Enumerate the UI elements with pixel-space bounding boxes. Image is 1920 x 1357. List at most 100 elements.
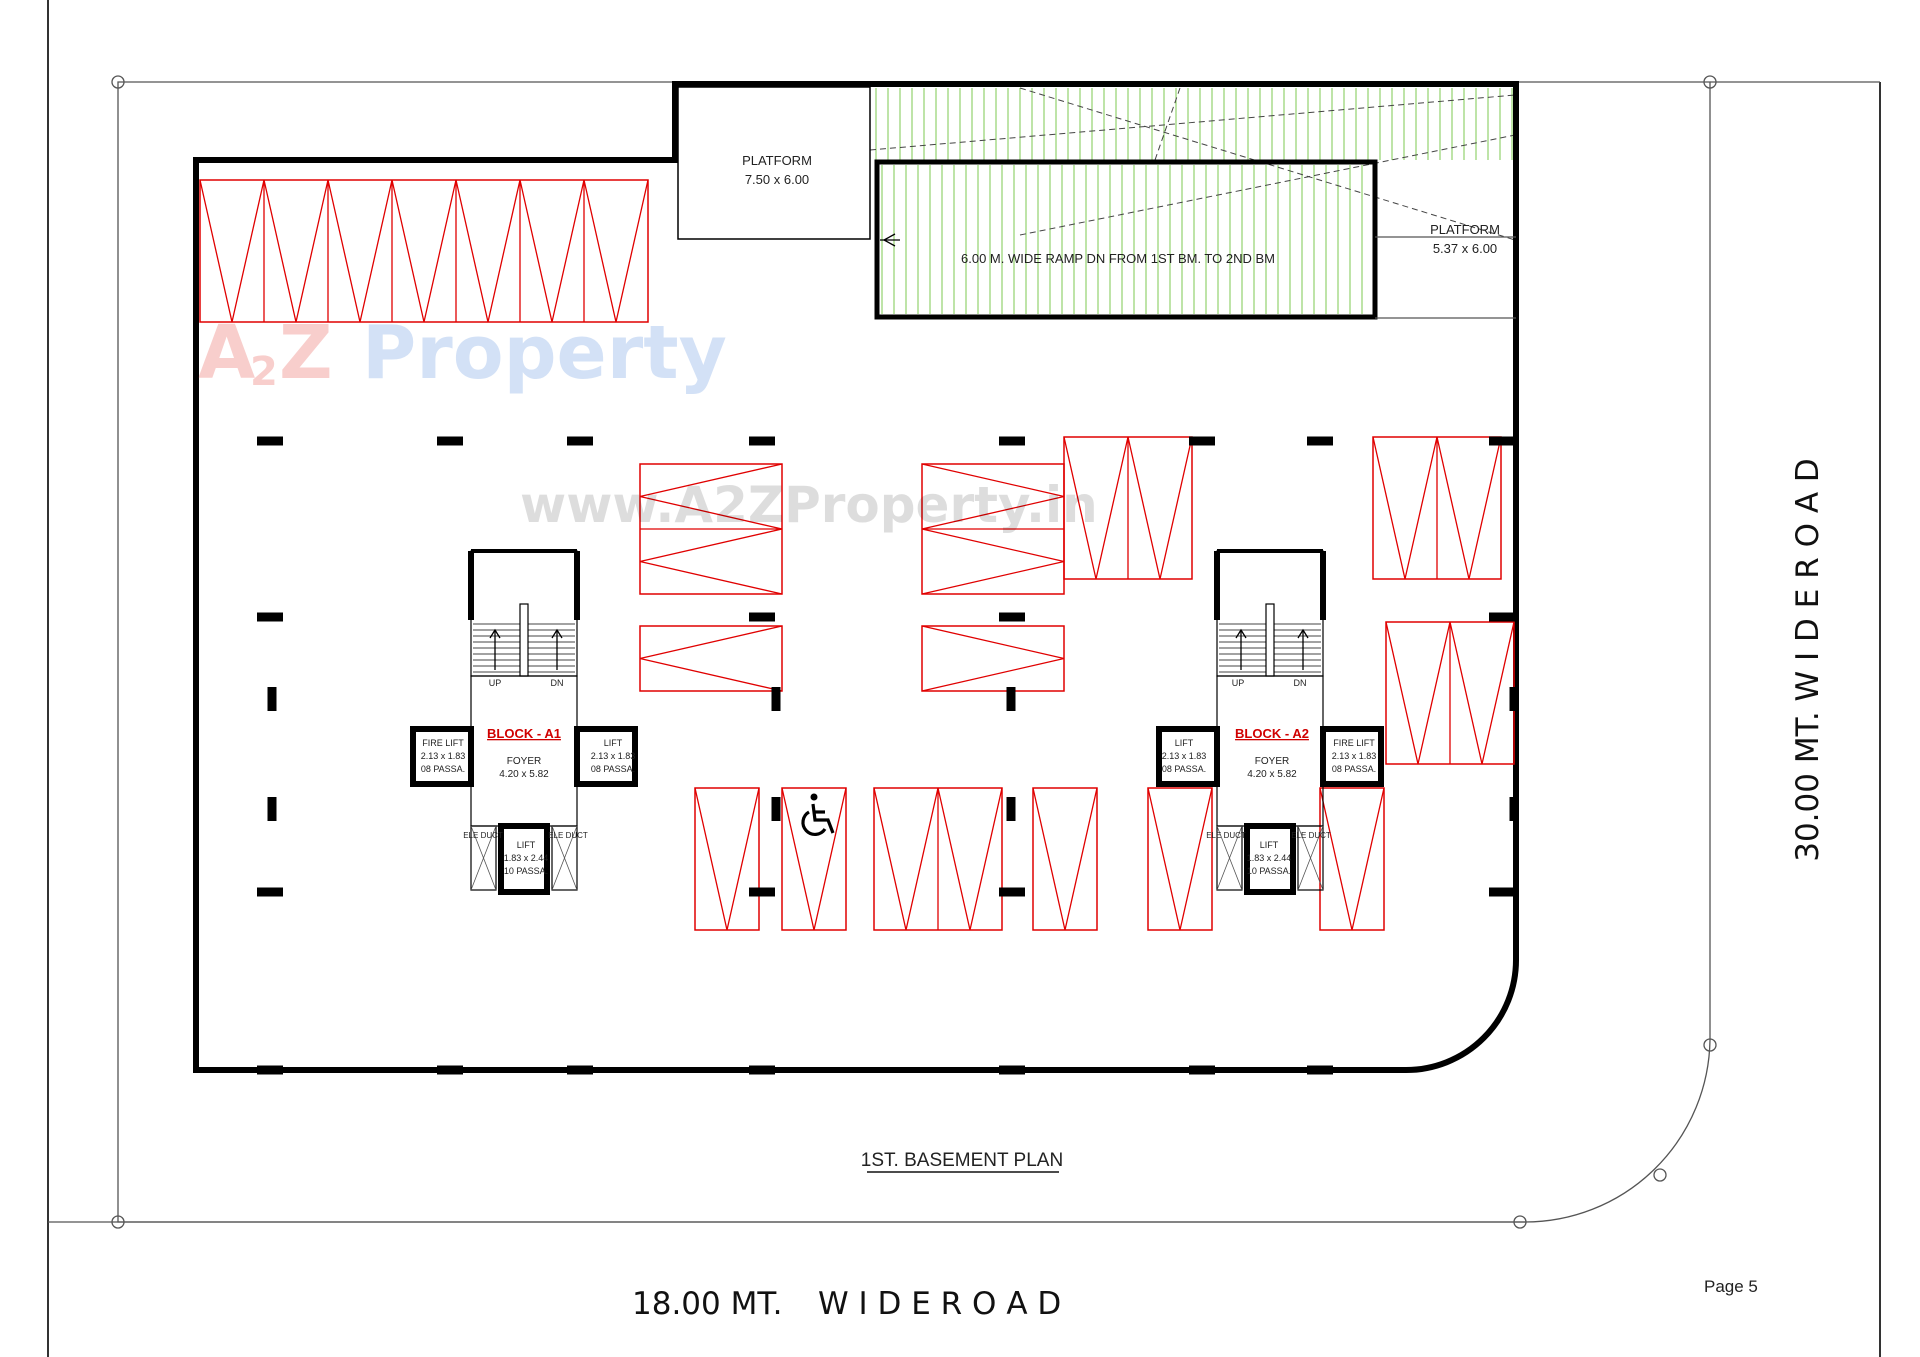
platform-a-title: PLATFORM [742, 153, 812, 168]
svg-text:A: A [198, 310, 255, 396]
parking-stall-east-lower [921, 625, 1065, 692]
road-label-south-width: 18.00 MT. [632, 1286, 782, 1322]
column-v-1 [267, 687, 277, 711]
plan-title: 1ST. BASEMENT PLAN [861, 1150, 1063, 1171]
column-v-7 [1509, 687, 1519, 711]
block-a1-lift-bottom: LIFT [517, 840, 536, 850]
platform-b-dims: 5.37 x 6.00 [1433, 241, 1497, 256]
block-a2-title: BLOCK - A2 [1235, 726, 1309, 741]
block-a2-foyer-dims: 4.20 x 5.82 [1247, 769, 1297, 780]
parking-row-north [199, 179, 649, 323]
block-a1-stair-dn: DN [551, 678, 564, 688]
road-label-south-name: W I D E R O A D [818, 1286, 1061, 1322]
parking-stall-south-4 [1147, 787, 1213, 931]
block-a2-fire-lift: FIRE LIFT [1333, 738, 1375, 748]
column-12 [1489, 612, 1515, 622]
parking-stalls-south-2 [873, 787, 1003, 931]
block-a2-lift-bottom-dims: 1.83 x 2.44 [1247, 853, 1292, 863]
column-7 [1307, 436, 1333, 446]
parking-stalls-northeast [1372, 436, 1502, 580]
block-a2-lift-side-cap: 08 PASSA. [1162, 764, 1206, 774]
parking-bays [199, 179, 1515, 931]
column-8 [1489, 436, 1515, 446]
column-23 [1307, 1065, 1333, 1075]
block-a1-fire-lift-dims: 2.13 x 1.83 [421, 751, 466, 761]
block-a1-fire-lift-cap: 08 PASSA. [421, 764, 465, 774]
basement-wall [193, 81, 1519, 1073]
column-22 [1189, 1065, 1215, 1075]
parking-stall-south-5 [1319, 787, 1385, 931]
block-a1-lift-side: LIFT [604, 738, 623, 748]
block-a1-fire-lift: FIRE LIFT [422, 738, 464, 748]
block-a2-fire-lift-dims: 2.13 x 1.83 [1332, 751, 1377, 761]
parking-stalls-west-upper [639, 463, 783, 595]
column-v-8 [1509, 797, 1519, 821]
column-13 [257, 887, 283, 897]
column-21 [999, 1065, 1025, 1075]
column-17 [257, 1065, 283, 1075]
block-a1-duct-left: ELE DUCT [463, 831, 503, 840]
svg-text:Property: Property [362, 310, 727, 396]
column-v-2 [267, 797, 277, 821]
column-1 [257, 436, 283, 446]
block-a1-stair-up: UP [489, 678, 502, 688]
core-block-a1 [410, 549, 638, 895]
column-v-6 [1006, 797, 1016, 821]
platform-a-dims: 7.50 x 6.00 [745, 172, 809, 187]
column-v-5 [1006, 687, 1016, 711]
block-a1-foyer-dims: 4.20 x 5.82 [499, 769, 549, 780]
svg-text:Z: Z [279, 310, 333, 396]
block-a1-lift-bottom-dims: 1.83 x 2.44 [504, 853, 549, 863]
core-block-a2 [1156, 549, 1384, 895]
column-18 [437, 1065, 463, 1075]
column-3 [567, 436, 593, 446]
parking-stall-south-3 [1032, 787, 1098, 931]
parking-stall-west-lower [639, 625, 783, 692]
block-a1-duct-right: ELE DUCT [548, 831, 588, 840]
block-a2-duct-right: ELE DUCT [1291, 831, 1331, 840]
ramp-diagonals [869, 87, 1516, 241]
svg-text:2: 2 [250, 349, 278, 395]
block-a2-duct-left: ELE DUCT [1206, 831, 1246, 840]
platform-b-title: PLATFORM [1430, 222, 1500, 237]
column-10 [749, 612, 775, 622]
block-a2-lift-bottom: LIFT [1260, 840, 1279, 850]
column-2 [437, 436, 463, 446]
watermark-url: www.A2ZProperty.in [520, 476, 1098, 534]
block-a1-lift-bottom-cap: 10 PASSA. [504, 866, 548, 876]
block-a1-lift-side-cap: 08 PASSA. [591, 764, 635, 774]
column-5 [999, 436, 1025, 446]
ramp-hatch [875, 88, 1513, 314]
block-a2-stair-dn: DN [1294, 678, 1307, 688]
parking-stalls-center-upper [1063, 436, 1193, 580]
block-a1-lift-side-dims: 2.13 x 1.83 [591, 751, 636, 761]
column-4 [749, 436, 775, 446]
block-a1-foyer: FOYER [507, 756, 541, 767]
block-a2-stair-up: UP [1232, 678, 1245, 688]
column-16 [1489, 887, 1515, 897]
block-a1-title: BLOCK - A1 [487, 726, 561, 741]
column-v-3 [771, 687, 781, 711]
structural-columns [257, 436, 1519, 1075]
block-a2-lift-side: LIFT [1175, 738, 1194, 748]
column-19 [567, 1065, 593, 1075]
column-9 [257, 612, 283, 622]
block-a2-foyer: FOYER [1255, 756, 1289, 767]
parking-stall-accessible [781, 787, 847, 931]
block-a2-fire-lift-cap: 08 PASSA. [1332, 764, 1376, 774]
site-boundary [111, 75, 1880, 1229]
page-number: Page 5 [1704, 1277, 1758, 1296]
column-20 [749, 1065, 775, 1075]
column-15 [999, 887, 1025, 897]
parking-stall-south-1 [694, 787, 760, 931]
wheelchair-icon [801, 793, 835, 836]
block-a2-lift-side-dims: 2.13 x 1.83 [1162, 751, 1207, 761]
watermark-logo: A 2 Z Property [198, 310, 727, 396]
column-6 [1189, 436, 1215, 446]
column-14 [749, 887, 775, 897]
column-v-4 [771, 797, 781, 821]
road-label-east: 30.00 MT. W I D E R O A D [1790, 458, 1826, 862]
parking-stalls-east-middle [1385, 621, 1515, 765]
column-11 [999, 612, 1025, 622]
